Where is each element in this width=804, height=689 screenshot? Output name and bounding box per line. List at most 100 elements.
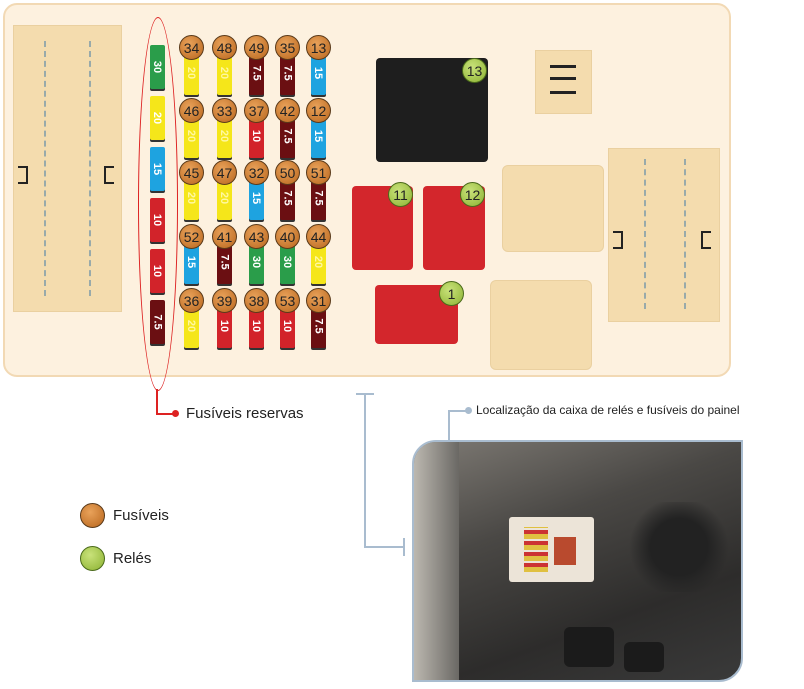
- fuse-13: 15: [311, 51, 326, 95]
- legend-relay-icon: [80, 546, 105, 571]
- fuse-32: 15: [249, 176, 264, 220]
- fuse-number-badge: 13: [306, 35, 331, 60]
- fuse-amp: 10: [281, 319, 294, 333]
- fuse-amp: 10: [250, 319, 263, 333]
- fuse-number-badge: 41: [212, 224, 237, 249]
- fuse-42: 7.5: [280, 114, 295, 158]
- relay-badge-1: 1: [439, 281, 464, 306]
- fuse-number-badge: 48: [212, 35, 237, 60]
- fuse-amp: 15: [250, 191, 263, 205]
- relay-socket-lower: [490, 280, 592, 370]
- fuse-amp: 30: [281, 255, 294, 269]
- fuse-53: 10: [280, 304, 295, 348]
- fuse-number-badge: 52: [179, 224, 204, 249]
- fuse-number-badge: 39: [212, 288, 237, 313]
- fuse-47: 20: [217, 176, 232, 220]
- fuse-12: 15: [311, 114, 326, 158]
- fuse-number-badge: 33: [212, 98, 237, 123]
- fuse-37: 10: [249, 114, 264, 158]
- fuse-41: 7.5: [217, 240, 232, 284]
- fuse-number-badge: 50: [275, 160, 300, 185]
- fuse-amp: 7.5: [312, 318, 325, 334]
- fuse-amp: 10: [151, 213, 164, 227]
- fuse-number-badge: 36: [179, 288, 204, 313]
- spare-fuses-ellipse: [138, 17, 178, 391]
- fuse-amp: 20: [151, 111, 164, 125]
- fuse-31: 7.5: [311, 304, 326, 348]
- fuse-number-badge: 53: [275, 288, 300, 313]
- fuse-number-badge: 45: [179, 160, 204, 185]
- fuse-number-badge: 34: [179, 35, 204, 60]
- fuse-amp: 30: [151, 60, 164, 74]
- fuse-amp: 20: [218, 66, 231, 80]
- relay-badge-11: 11: [388, 182, 413, 207]
- fuse-amp: 20: [312, 255, 325, 269]
- fuse-38: 10: [249, 304, 264, 348]
- fuse-amp: 15: [312, 129, 325, 143]
- spare-fuse: 10: [150, 249, 165, 293]
- fuse-number-badge: 37: [244, 98, 269, 123]
- spare-fuse: 15: [150, 147, 165, 191]
- spare-fuse: 30: [150, 45, 165, 89]
- fuse-number-badge: 35: [275, 35, 300, 60]
- spare-fuse: 20: [150, 96, 165, 140]
- fuse-number-badge: 32: [244, 160, 269, 185]
- fuse-number-badge: 12: [306, 98, 331, 123]
- fuse-number-badge: 51: [306, 160, 331, 185]
- fuse-33: 20: [217, 114, 232, 158]
- fuse-amp: 10: [151, 264, 164, 278]
- fuse-amp: 10: [218, 319, 231, 333]
- fuse-amp: 7.5: [281, 190, 294, 206]
- fuse-amp: 7.5: [151, 314, 164, 330]
- fuse-number-badge: 46: [179, 98, 204, 123]
- fuse-48: 20: [217, 51, 232, 95]
- fuse-amp: 20: [185, 129, 198, 143]
- fuse-44: 20: [311, 240, 326, 284]
- legend-fuses: Fusíveis: [113, 507, 169, 524]
- legend-fuse-icon: [80, 503, 105, 528]
- fuse-45: 20: [184, 176, 199, 220]
- relay-badge-12: 12: [460, 182, 485, 207]
- fuse-number-badge: 49: [244, 35, 269, 60]
- left-connector: [13, 25, 122, 312]
- photo-caption: Localização da caixa de relés e fusíveis…: [476, 403, 740, 417]
- spare-fuses-label: Fusíveis reservas: [186, 405, 304, 422]
- fuse-amp: 20: [185, 191, 198, 205]
- spare-fuse: 10: [150, 198, 165, 242]
- fuse-amp: 15: [151, 162, 164, 176]
- fuse-number-badge: 44: [306, 224, 331, 249]
- fuse-amp: 20: [185, 66, 198, 80]
- fuse-number-badge: 47: [212, 160, 237, 185]
- fuse-amp: 7.5: [312, 190, 325, 206]
- fuse-amp: 7.5: [281, 65, 294, 81]
- small-connector: [535, 50, 592, 114]
- fuse-amp: 20: [218, 191, 231, 205]
- fuse-amp: 20: [185, 319, 198, 333]
- fuse-amp: 7.5: [250, 65, 263, 81]
- fuse-52: 15: [184, 240, 199, 284]
- fuse-43: 30: [249, 240, 264, 284]
- spare-fuse: 7.5: [150, 300, 165, 344]
- fuse-39: 10: [217, 304, 232, 348]
- fuse-46: 20: [184, 114, 199, 158]
- fuse-number-badge: 43: [244, 224, 269, 249]
- dashboard-photo: [412, 440, 743, 682]
- fuse-49: 7.5: [249, 51, 264, 95]
- right-connector: [608, 148, 720, 322]
- fuse-number-badge: 31: [306, 288, 331, 313]
- relay-badge-13: 13: [462, 58, 487, 83]
- relay-socket-upper: [502, 165, 604, 252]
- fuse-number-badge: 38: [244, 288, 269, 313]
- fuse-amp: 7.5: [281, 128, 294, 144]
- fuse-50: 7.5: [280, 176, 295, 220]
- fuse-amp: 10: [250, 129, 263, 143]
- fuse-36: 20: [184, 304, 199, 348]
- fuse-amp: 15: [185, 255, 198, 269]
- fuse-51: 7.5: [311, 176, 326, 220]
- fuse-number-badge: 42: [275, 98, 300, 123]
- fuse-amp: 30: [250, 255, 263, 269]
- fuse-amp: 20: [218, 129, 231, 143]
- fuse-34: 20: [184, 51, 199, 95]
- fuse-40: 30: [280, 240, 295, 284]
- fuse-amp: 7.5: [218, 254, 231, 270]
